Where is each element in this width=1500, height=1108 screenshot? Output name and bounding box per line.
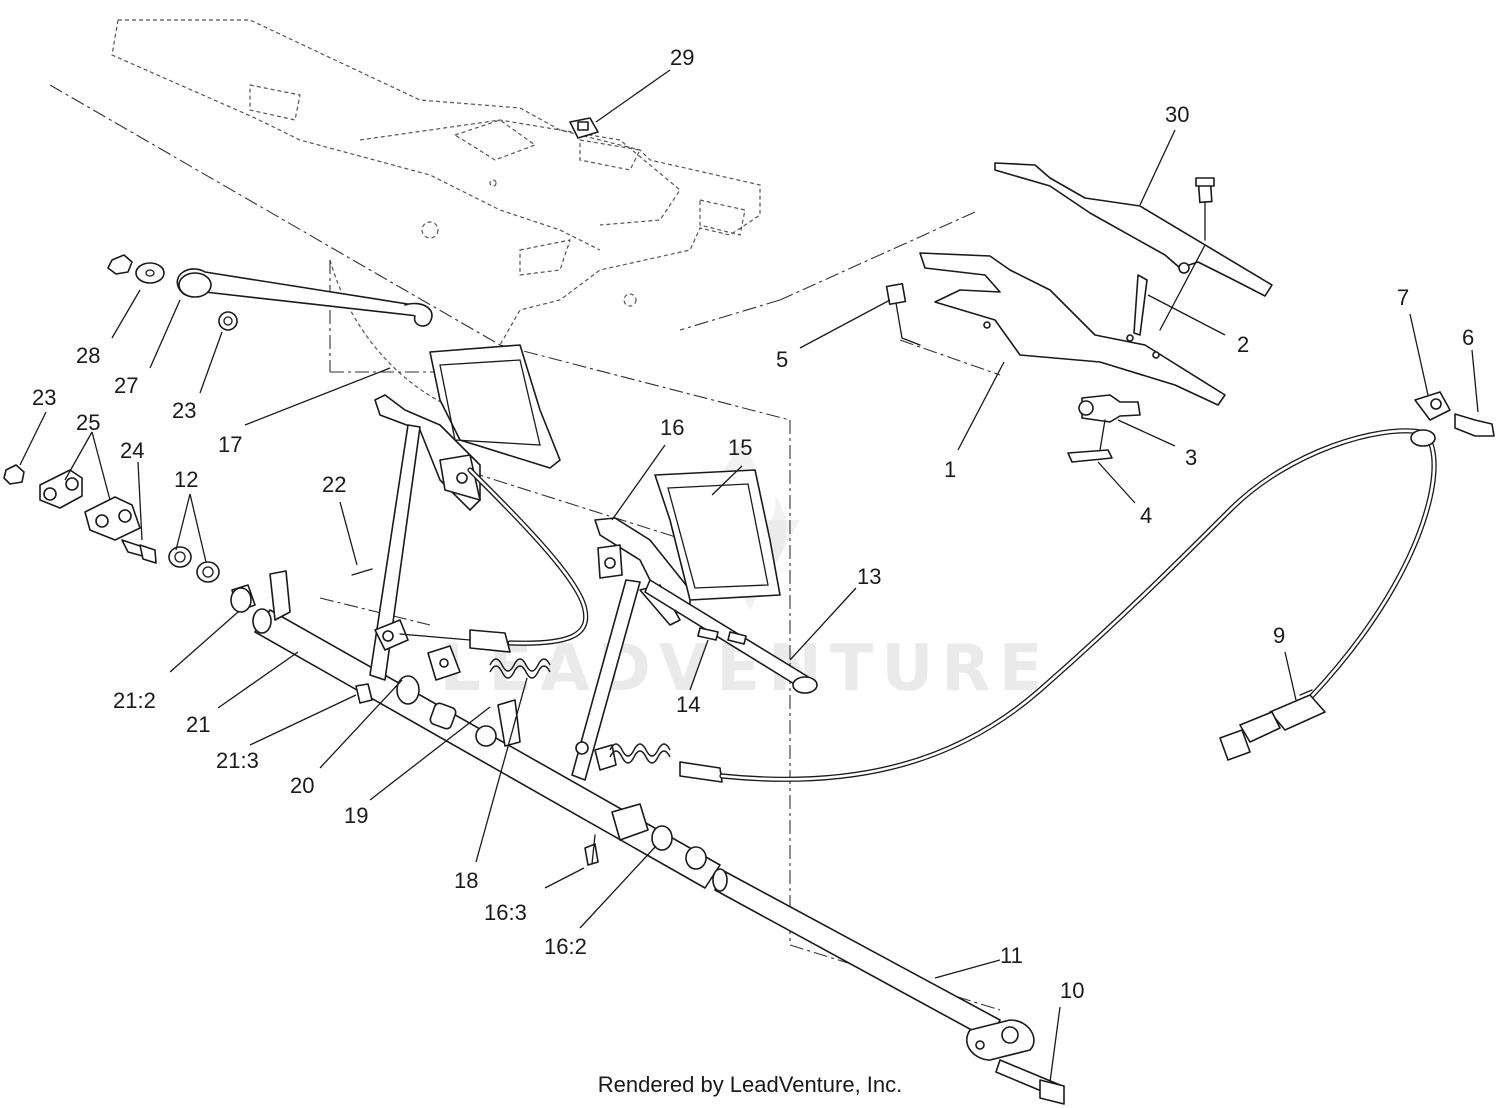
callout-14: 14 bbox=[676, 692, 700, 717]
part-30-plate bbox=[994, 162, 1273, 297]
callout-23a: 23 bbox=[172, 398, 196, 423]
callout-16-2: 16:2 bbox=[544, 934, 587, 959]
callout-4: 4 bbox=[1140, 503, 1152, 528]
callout-25: 25 bbox=[76, 410, 100, 435]
frame-outline bbox=[49, 19, 1001, 1011]
callout-labels: 29 30 28 27 23 23 17 25 24 12 22 21:2 21… bbox=[32, 45, 1474, 1003]
callout-24: 24 bbox=[120, 438, 144, 463]
callout-21-2: 21:2 bbox=[113, 688, 156, 713]
callout-16-3: 16:3 bbox=[484, 900, 527, 925]
callout-17: 17 bbox=[218, 432, 242, 457]
callout-5: 5 bbox=[776, 347, 788, 372]
part-29-nut bbox=[569, 117, 599, 139]
leader-lines bbox=[19, 69, 1479, 1083]
callout-9: 9 bbox=[1273, 623, 1285, 648]
callout-29: 29 bbox=[670, 45, 694, 70]
part-2-bolt bbox=[1133, 274, 1148, 336]
callout-19: 19 bbox=[344, 803, 368, 828]
callout-6: 6 bbox=[1462, 325, 1474, 350]
callout-22: 22 bbox=[322, 472, 346, 497]
part-11-pivot-rod bbox=[712, 868, 1065, 1105]
callout-16: 16 bbox=[660, 415, 684, 440]
callout-18: 18 bbox=[454, 868, 478, 893]
callout-11: 11 bbox=[1000, 943, 1023, 968]
part-1-bracket bbox=[919, 252, 1226, 406]
footer-credit: Rendered by LeadVenture, Inc. bbox=[597, 1072, 903, 1097]
callout-13: 13 bbox=[857, 564, 881, 589]
cable-long bbox=[719, 391, 1495, 782]
callout-30: 30 bbox=[1165, 102, 1189, 127]
part-3-switch bbox=[1081, 394, 1141, 423]
callout-12: 12 bbox=[174, 467, 198, 492]
shaft-assembly bbox=[3, 464, 721, 889]
callout-2: 2 bbox=[1237, 332, 1249, 357]
part-15-pad-left bbox=[429, 344, 561, 469]
callout-23b: 23 bbox=[32, 385, 56, 410]
callout-3: 3 bbox=[1185, 445, 1197, 470]
callout-20: 20 bbox=[290, 773, 314, 798]
callout-28: 28 bbox=[76, 343, 100, 368]
pedal-left bbox=[369, 344, 589, 681]
rod-assembly bbox=[107, 254, 433, 331]
part-15-pad-right bbox=[654, 469, 781, 601]
callout-7: 7 bbox=[1397, 285, 1409, 310]
callout-27: 27 bbox=[114, 373, 138, 398]
callout-21: 21 bbox=[186, 712, 210, 737]
part-4-clip bbox=[1067, 449, 1113, 463]
callout-10: 10 bbox=[1060, 978, 1084, 1003]
pedal-right bbox=[351, 469, 818, 783]
callout-21-3: 21:3 bbox=[216, 748, 259, 773]
bracket-assembly bbox=[885, 162, 1273, 463]
callout-1: 1 bbox=[944, 457, 956, 482]
callout-15: 15 bbox=[728, 435, 752, 460]
